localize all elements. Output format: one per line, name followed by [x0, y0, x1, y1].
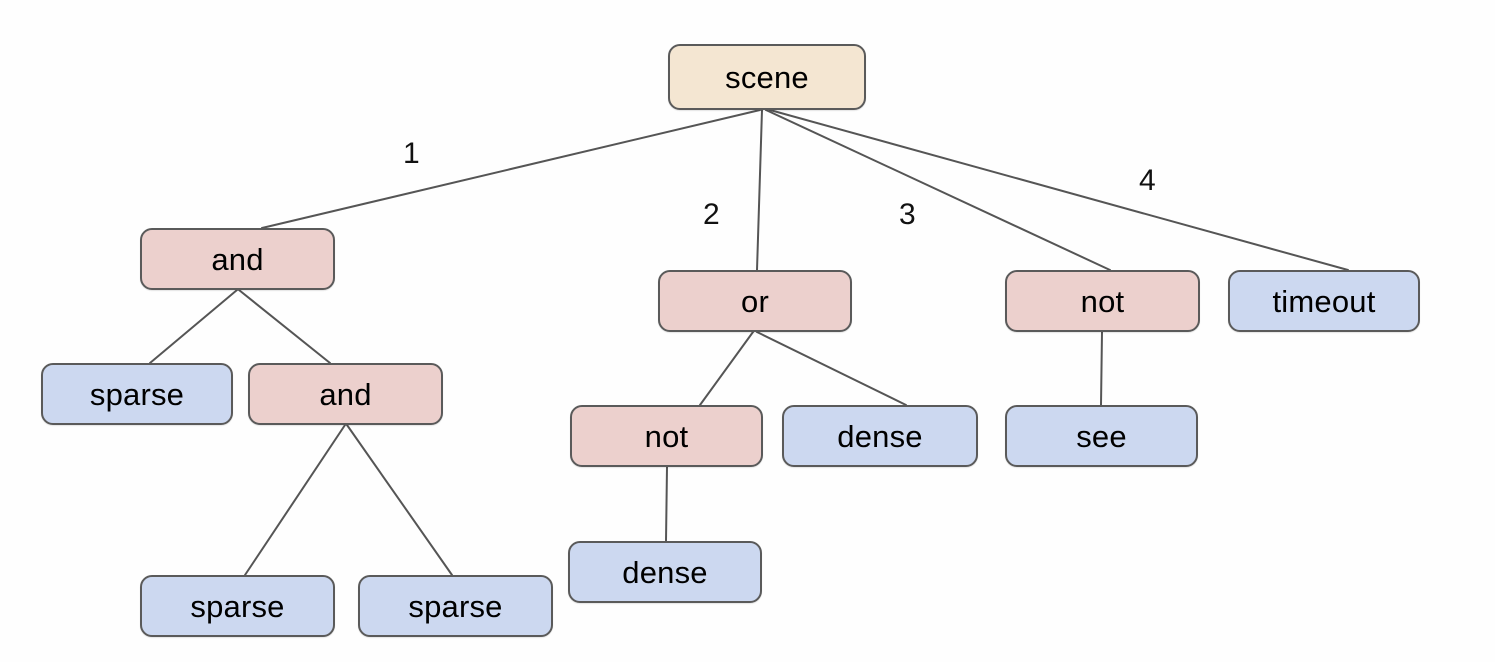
tree-node-and2[interactable]: and	[248, 363, 443, 425]
tree-node-sparse1[interactable]: sparse	[41, 363, 233, 425]
tree-node-or1[interactable]: or	[658, 270, 852, 332]
tree-node-label: scene	[725, 59, 809, 95]
tree-edge-scene-to-timeout1	[769, 109, 1349, 271]
tree-node-label: not	[644, 418, 689, 454]
tree-node-label: or	[741, 283, 769, 319]
edge-label-1: 1	[403, 137, 420, 170]
tree-node-dense1[interactable]: dense	[782, 405, 978, 467]
tree-edge-and1-to-sparse1	[149, 289, 238, 364]
tree-node-label: see	[1076, 418, 1127, 454]
tree-node-label: timeout	[1272, 283, 1376, 319]
tree-node-sparse2[interactable]: sparse	[140, 575, 335, 637]
edge-label-4: 4	[1139, 164, 1156, 197]
tree-node-and1[interactable]: and	[140, 228, 335, 290]
tree-node-timeout1[interactable]: timeout	[1228, 270, 1420, 332]
tree-edge-or1-to-dense1	[756, 331, 907, 406]
tree-edge-and1-to-and2	[238, 289, 331, 364]
tree-node-label: and	[319, 376, 372, 412]
tree-node-scene[interactable]: scene	[668, 44, 866, 110]
tree-node-not1[interactable]: not	[1005, 270, 1200, 332]
tree-node-not2[interactable]: not	[570, 405, 763, 467]
edge-label-2: 2	[703, 198, 720, 231]
edge-label-3: 3	[899, 198, 916, 231]
tree-edge-not2-to-dense2	[665, 466, 668, 542]
tree-edge-or1-to-not2	[699, 331, 754, 406]
tree-node-label: dense	[622, 554, 708, 590]
tree-node-sparse3[interactable]: sparse	[358, 575, 553, 637]
tree-node-see1[interactable]: see	[1005, 405, 1198, 467]
tree-node-dense2[interactable]: dense	[568, 541, 762, 603]
tree-node-label: and	[211, 241, 264, 277]
tree-node-label: sparse	[89, 376, 185, 412]
tree-node-label: not	[1080, 283, 1125, 319]
tree-edge-scene-to-or1	[756, 109, 763, 271]
tree-edge-not1-to-see1	[1100, 331, 1103, 406]
tree-node-label: sparse	[408, 588, 503, 624]
tree-edge-and2-to-sparse2	[244, 424, 346, 576]
tree-edge-scene-to-and1	[261, 109, 761, 229]
tree-node-label: sparse	[190, 588, 285, 624]
tree-node-label: dense	[837, 418, 923, 454]
tree-edge-scene-to-not1	[765, 109, 1111, 271]
tree-edge-and2-to-sparse3	[346, 424, 453, 576]
